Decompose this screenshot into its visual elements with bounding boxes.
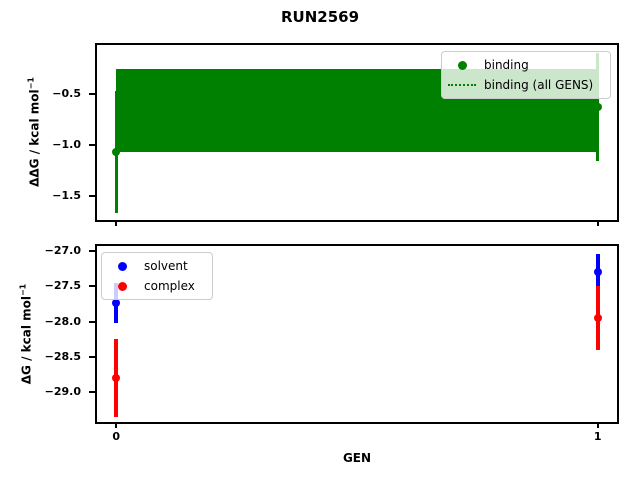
legend-entry-binding-all-gens: binding (all GENS) <box>448 75 604 95</box>
y-tick-mark <box>89 285 95 288</box>
y-tick-mark <box>89 249 95 252</box>
solvent-legend-label: solvent <box>144 259 188 273</box>
bottom-y-axis-label-exponent: −1 <box>18 283 28 297</box>
x-tick-mark <box>115 220 118 226</box>
x-axis-label: GEN <box>342 451 372 465</box>
solvent-marker <box>593 268 602 277</box>
binding-dot-icon <box>457 60 467 70</box>
x-tick-mark <box>115 422 118 428</box>
x-tick-mark <box>596 220 599 226</box>
dotted-line-icon <box>448 84 476 86</box>
x-tick-mark <box>596 422 599 428</box>
binding-all-gens-legend-label: binding (all GENS) <box>484 78 594 92</box>
y-tick-label: −28.5 <box>44 349 81 363</box>
y-tick-label: −28.0 <box>44 314 81 328</box>
y-tick-mark <box>89 355 95 358</box>
complex-dot-icon <box>117 281 127 291</box>
bottom-legend: solvent complex <box>101 252 213 300</box>
binding-legend-label: binding <box>484 58 529 72</box>
complex-legend-label: complex <box>144 279 195 293</box>
figure-title: RUN2569 <box>280 8 360 26</box>
y-tick-label: −27.5 <box>44 279 81 293</box>
solvent-marker <box>112 299 121 308</box>
y-tick-label: −1.5 <box>52 188 81 202</box>
solvent-legend-marker-cell <box>108 261 136 271</box>
y-tick-label: −27.0 <box>44 243 81 257</box>
y-tick-label: −0.5 <box>52 86 81 100</box>
solvent-dot-icon <box>117 261 127 271</box>
complex-legend-marker-cell <box>108 281 136 291</box>
top-legend: binding binding (all GENS) <box>441 51 611 99</box>
x-tick-label: 1 <box>593 430 602 443</box>
y-tick-mark <box>89 143 95 146</box>
binding-marker <box>112 147 121 156</box>
y-tick-mark <box>89 320 95 323</box>
legend-entry-complex: complex <box>108 276 206 296</box>
binding-legend-marker-cell <box>448 60 476 70</box>
x-tick-label: 0 <box>112 430 121 443</box>
bottom-subplot-axes: solvent complex −27.0 −27.5 −28.0 −28.5 −29.… <box>45 244 619 443</box>
y-tick-label: −29.0 <box>44 385 81 399</box>
y-tick-mark <box>89 391 95 394</box>
bottom-y-axis-label-text: ΔG / kcal mol <box>19 296 34 385</box>
y-tick-mark <box>89 92 95 95</box>
binding-all-gens-legend-marker-cell <box>448 84 476 86</box>
legend-entry-binding: binding <box>448 55 604 75</box>
binding-marker <box>593 103 602 112</box>
legend-entry-solvent: solvent <box>108 256 206 276</box>
bottom-y-axis-label: ΔG / kcal mol−1 <box>19 284 34 385</box>
top-subplot-axes: binding binding (all GENS) −0.5 −1.0 −1.5 <box>52 43 619 226</box>
y-tick-label: −1.0 <box>52 137 81 151</box>
complex-marker <box>593 314 602 323</box>
complex-marker <box>112 374 121 383</box>
y-tick-mark <box>89 194 95 197</box>
